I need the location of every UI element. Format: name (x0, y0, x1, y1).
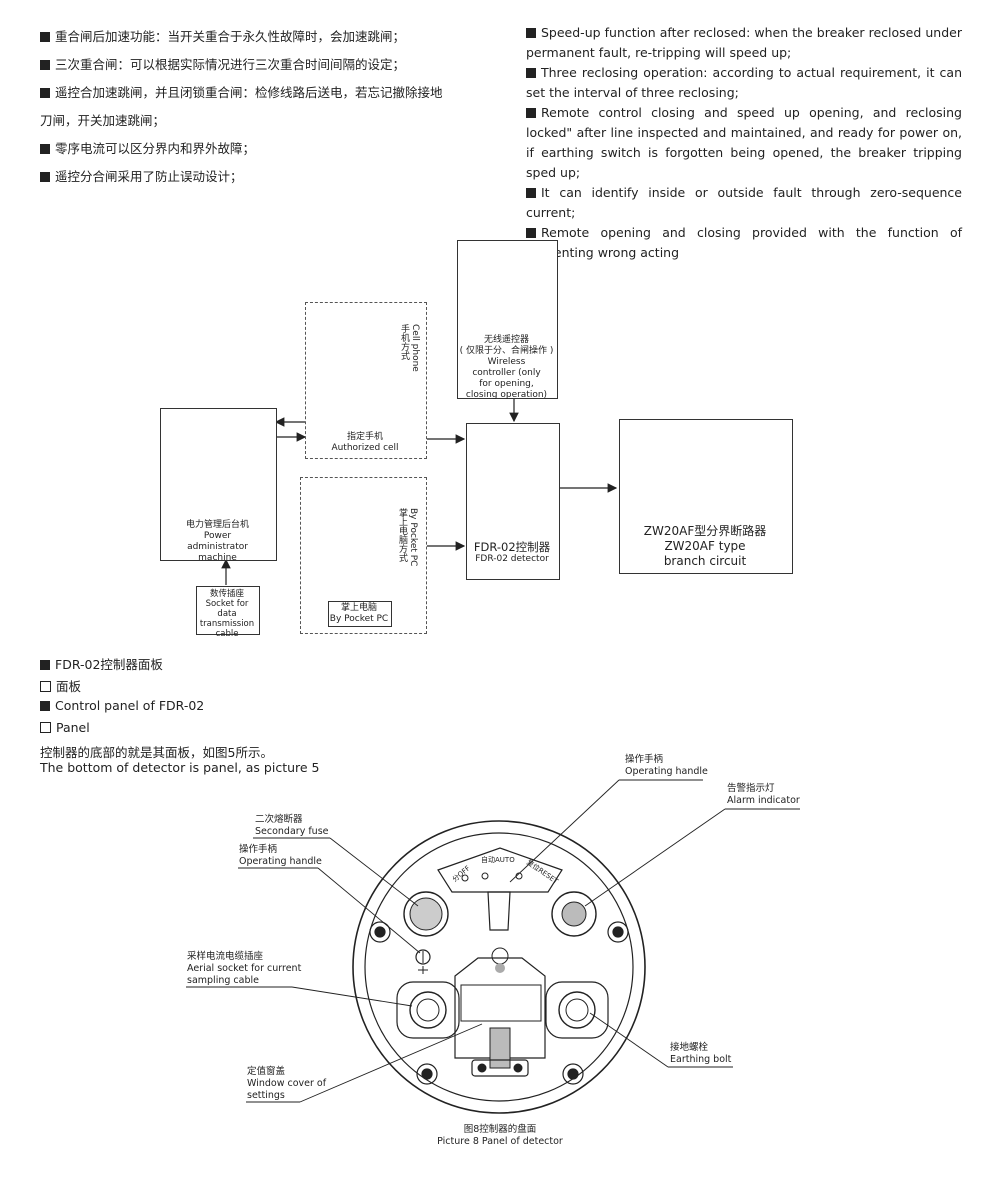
fdr-en: FDR-02 detector (475, 554, 549, 564)
caption-cn: 图8控制器的盘面 (463, 1124, 537, 1135)
en-feature-list: Speed-up function after reclosed: when t… (526, 23, 962, 263)
wireless-cn: 无线遥控器 (483, 335, 529, 345)
fdr-cn: FDR-02控制器 (473, 540, 551, 554)
dial-auto-label: 自动AUTO (481, 856, 515, 864)
fdr-detector-caption: FDR-02控制器 FDR-02 detector (466, 540, 558, 565)
caption-en: Picture 8 Panel of detector (437, 1136, 563, 1147)
en-feature-2: Three reclosing operation: according to … (526, 65, 962, 100)
phone-vertical-en: Cell phone (410, 324, 420, 372)
wireless-controller-box (457, 240, 558, 399)
cn-feature-4: 零序电流可以区分界内和界外故障； (40, 138, 255, 157)
section-sub-en: Panel (40, 720, 90, 735)
en-feature-1: Speed-up function after reclosed: when t… (526, 25, 962, 60)
pocket-pc-box (300, 477, 427, 634)
socket-cn: 数传插座 (209, 589, 244, 599)
authorized-cell-caption: 指定手机 Authorized cell (305, 432, 425, 454)
breaker-box (619, 419, 793, 574)
zw-en: ZW20AF type branch circuit (663, 539, 747, 568)
pocket-pc-label-box (328, 601, 392, 627)
admin-cn: 电力管理后台机 (185, 520, 249, 530)
authorized-en: Authorized cell (331, 443, 399, 453)
data-socket-box (196, 586, 260, 635)
data-socket-caption: 数传插座 Socket for data transmission cable (196, 589, 258, 639)
breaker-caption: ZW20AF型分界断路器 ZW20AF type branch circuit (619, 524, 791, 569)
admin-machine-caption: 电力管理后台机 Power administrator machine (160, 520, 275, 564)
panel-drawing (352, 820, 646, 1114)
pocket-vertical-en: By Pocket PC (408, 508, 418, 567)
panel-caption: 图8控制器的盘面 Picture 8 Panel of detector (400, 1124, 600, 1148)
pocket-cn: 掌上电脑 (340, 603, 377, 613)
admin-machine-box (160, 408, 277, 561)
admin-en: Power administrator machine (187, 531, 248, 563)
socket-en: Socket for data transmission cable (199, 599, 255, 639)
cn-feature-3-cont: 刀闸，开关加速跳闸； (40, 113, 166, 128)
section-desc-cn: 控制器的底部的就是其面板，如图5所示。 (40, 745, 273, 760)
section-sub-cn: 面板 (40, 676, 81, 695)
cn-feature-1: 重合闸后加速功能：当开关重合于永久性故障时，会加速跳闸； (40, 26, 405, 45)
pocket-pc-caption: 掌上电脑 By Pocket PC (328, 603, 390, 625)
cn-feature-2: 三次重合闸：可以根据实际情况进行三次重合时间间隔的设定； (40, 54, 405, 73)
section-heading-en: Control panel of FDR-02 (40, 698, 204, 713)
en-feature-3: Remote control closing and speed up open… (526, 105, 962, 180)
wireless-controller-caption: 无线遥控器 ( 仅限于分、合闸操作 ) Wireless controller … (457, 335, 556, 401)
section-desc-en: The bottom of detector is panel, as pict… (40, 760, 320, 775)
en-feature-5: Remote opening and closing provided with… (526, 225, 962, 260)
wireless-cn2: ( 仅限于分、合闸操作 ) (459, 346, 554, 356)
cn-feature-3: 遥控合加速跳闸，并且闭锁重合闸：检修线路后送电，若忘记撤除接地 (40, 82, 443, 101)
pocket-en: By Pocket PC (329, 614, 389, 624)
pocket-vertical-cn: 掌上电脑方式 (397, 508, 407, 562)
authorized-cn: 指定手机 (346, 432, 383, 442)
cn-feature-5: 遥控分合闸采用了防止误动设计； (40, 166, 243, 185)
section-heading-cn: FDR-02控制器面板 (40, 654, 163, 673)
panel-leader-lines (186, 779, 800, 1103)
en-feature-4: It can identify inside or outside fault … (526, 185, 962, 220)
cell-phone-box (305, 302, 427, 459)
zw-cn: ZW20AF型分界断路器 (643, 524, 767, 538)
wireless-en: Wireless controller (only for opening, c… (465, 357, 548, 400)
phone-vertical-cn: 手机方式 (399, 324, 409, 360)
fdr-detector-box (466, 423, 560, 580)
